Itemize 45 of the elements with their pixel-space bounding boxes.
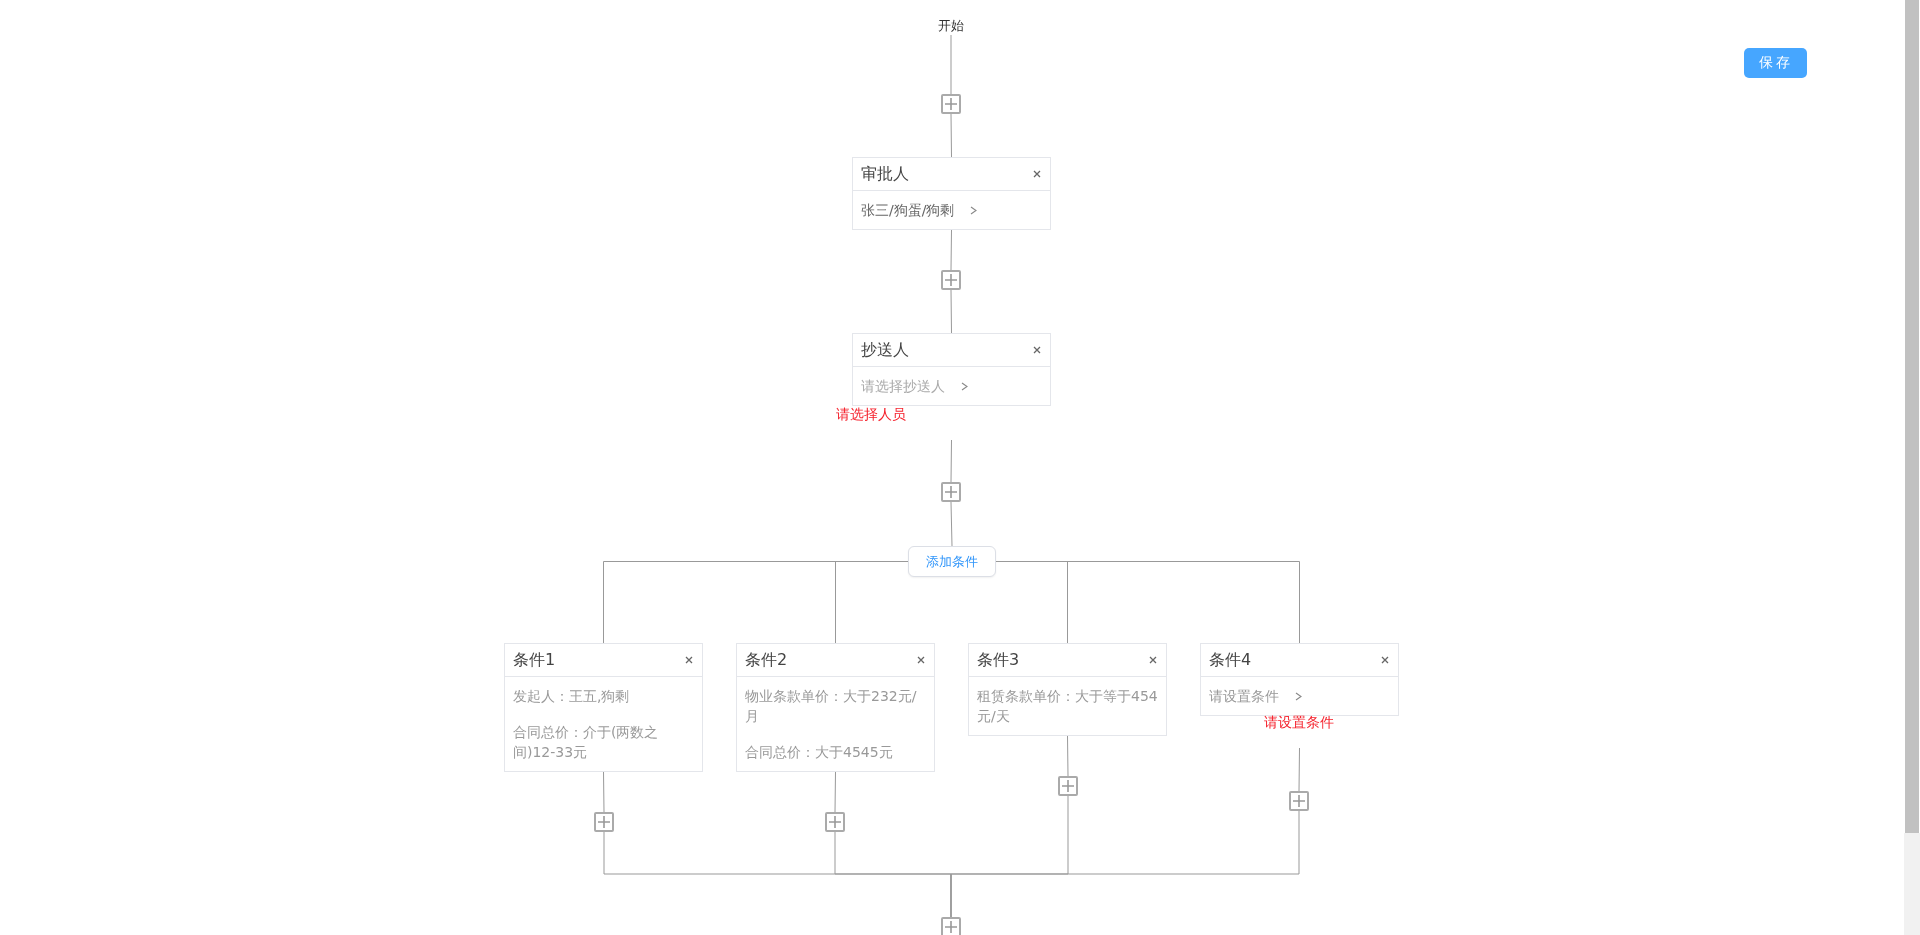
condition-card xyxy=(968,643,1167,736)
connector-line xyxy=(950,501,953,547)
card-title: 抄送人 xyxy=(861,339,909,361)
cc-card xyxy=(852,333,1051,406)
add-button xyxy=(1289,791,1309,811)
card-title: 条件1 xyxy=(513,649,556,671)
card-title: 条件2 xyxy=(745,649,788,671)
connector-line xyxy=(1298,747,1300,792)
connector-line xyxy=(950,229,952,271)
connector-line xyxy=(835,561,909,644)
condition-text: 合同总价：大于4545元 xyxy=(745,743,894,762)
card-content: 请选择抄送人 xyxy=(861,377,945,396)
connector-line xyxy=(950,439,952,483)
error-message: 请选择人员 xyxy=(836,406,906,424)
condition-text: 合同总价：介于(两数之间)12-33元 xyxy=(513,723,660,762)
save-button: 保存 xyxy=(1744,48,1807,78)
condition-card xyxy=(504,643,703,772)
add-condition-button: 添加条件 xyxy=(908,546,996,577)
connector-line xyxy=(950,810,1300,918)
connector-line xyxy=(1067,735,1069,777)
card-title: 条件3 xyxy=(977,649,1020,671)
condition-text: 发起人：王五,狗剩 xyxy=(513,687,631,706)
condition-card xyxy=(1200,643,1399,716)
card-content: 请设置条件 xyxy=(1209,687,1279,706)
card-title: 条件4 xyxy=(1209,649,1252,671)
connector-line xyxy=(950,34,952,95)
add-button xyxy=(941,94,961,114)
condition-text: 物业条款单价：大于232元/月 xyxy=(745,687,918,726)
condition-card xyxy=(736,643,935,772)
condition-text: 租赁条款单价：大于等于454元/天 xyxy=(977,687,1158,726)
add-button xyxy=(941,270,961,290)
error-message: 请设置条件 xyxy=(1264,714,1334,732)
connector-line xyxy=(950,289,952,334)
connector-line xyxy=(603,771,605,813)
connector-line xyxy=(950,113,952,158)
card-content: 张三/狗蛋/狗剩 xyxy=(861,201,955,220)
connector-line xyxy=(834,771,836,813)
card-title: 审批人 xyxy=(861,163,909,185)
add-button xyxy=(825,812,845,832)
add-button xyxy=(1058,776,1078,796)
add-button xyxy=(941,482,961,502)
approver-card xyxy=(852,157,1051,230)
add-button xyxy=(941,917,961,935)
add-button xyxy=(594,812,614,832)
start-label: 开始 xyxy=(938,17,964,35)
